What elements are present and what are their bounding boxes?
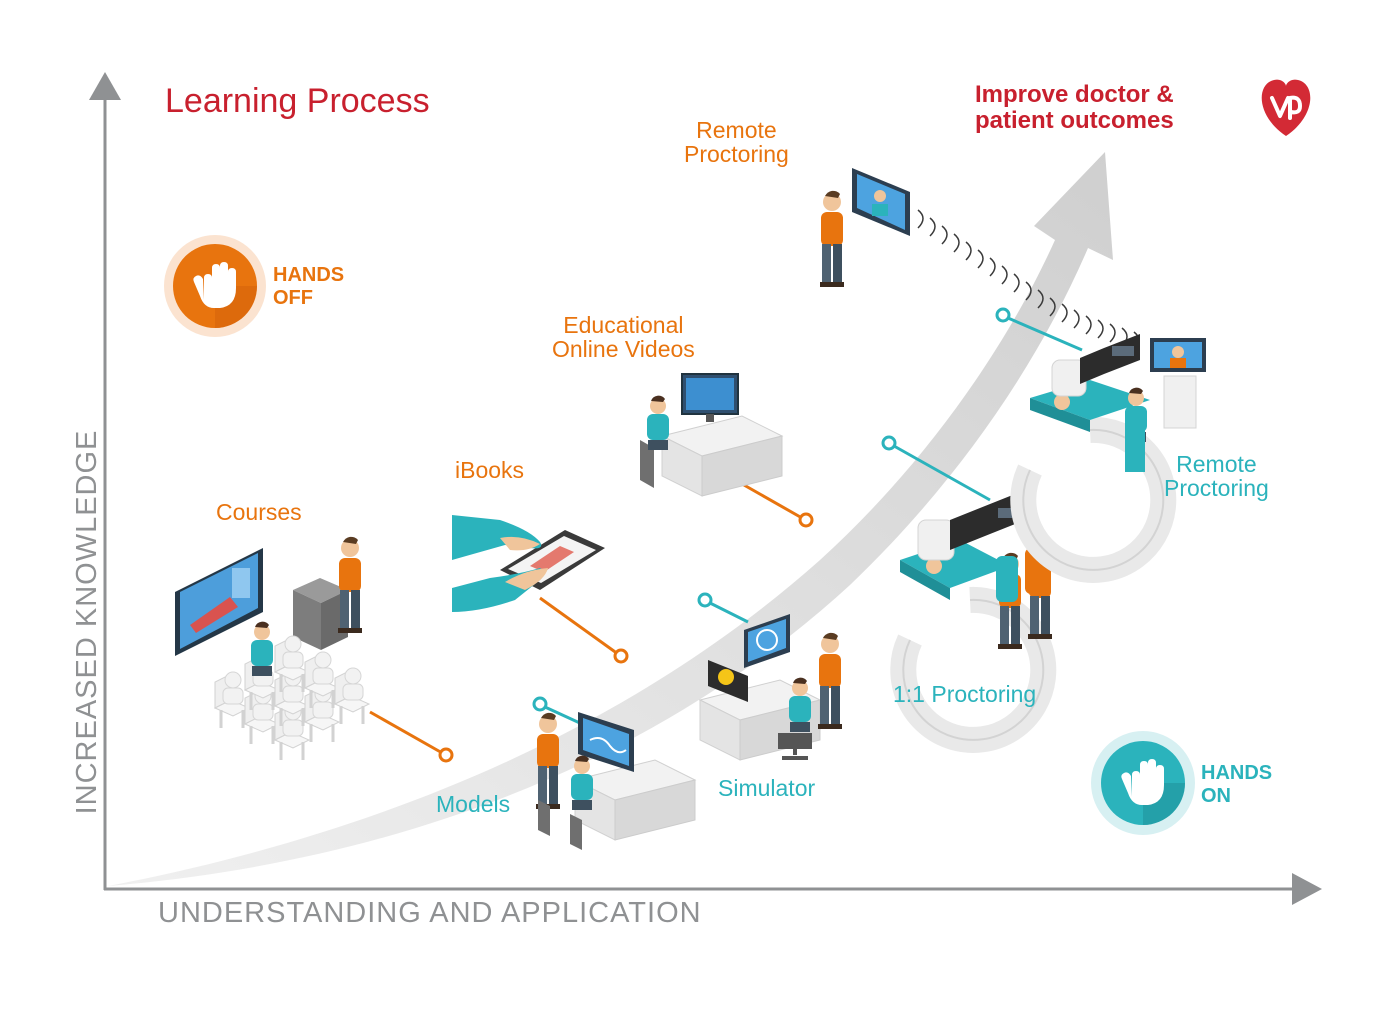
x-axis [104, 873, 1322, 905]
models-label: Models [436, 791, 511, 817]
videos-line-1: Educational [563, 312, 684, 338]
hands-on-label: HANDS ON [1201, 762, 1272, 808]
hands-off-badge [164, 235, 266, 337]
ibooks-illustration [452, 515, 605, 612]
goal-line-2: patient outcomes [975, 106, 1174, 134]
x-axis-label: UNDERSTANDING AND APPLICATION [158, 897, 702, 929]
page-title: Learning Process [165, 82, 430, 120]
hands-off-line-1: HANDS [273, 264, 345, 286]
y-axis-label: INCREASED KNOWLEDGE [70, 429, 103, 815]
goal-label: Improve doctor & patient outcomes [975, 82, 1174, 134]
remote-right-line-2: Proctoring [1164, 475, 1269, 502]
remote-proctoring-top-label: Remote Proctoring [684, 118, 789, 166]
courses-label: Courses [216, 499, 302, 525]
goal-line-1: Improve doctor & [975, 81, 1174, 108]
vp-logo-icon [1261, 79, 1311, 136]
videos-line-2: Online Videos [552, 336, 695, 363]
hands-off-line-2: OFF [273, 287, 313, 309]
simulator-label: Simulator [718, 775, 816, 801]
videos-label: Educational Online Videos [552, 313, 695, 361]
remote-top-line-1: Remote [696, 117, 777, 143]
teal-connectors [532, 307, 1083, 726]
hands-off-label: HANDS OFF [273, 264, 344, 310]
courses-illustration [175, 536, 371, 762]
presentation-screen [175, 548, 263, 656]
hand-top-icon [452, 515, 542, 560]
remote-right-line-1: Remote [1176, 451, 1257, 477]
hands-on-line-1: HANDS [1201, 762, 1273, 784]
remote-proctoring-right-label: Remote Proctoring [1164, 452, 1269, 500]
one-to-one-label: 1:1 Proctoring [893, 681, 1037, 707]
y-axis [89, 72, 121, 890]
remote-proctoring-top-illustration [820, 168, 1140, 351]
ibooks-label: iBooks [455, 457, 525, 483]
simulator-illustration [699, 614, 842, 761]
remote-proctoring-right-illustration [1023, 334, 1206, 570]
videos-illustration [640, 373, 783, 497]
hands-on-line-2: ON [1201, 785, 1231, 807]
remote-top-line-2: Proctoring [684, 141, 789, 168]
hands-on-badge [1091, 731, 1195, 835]
models-illustration [536, 712, 696, 850]
